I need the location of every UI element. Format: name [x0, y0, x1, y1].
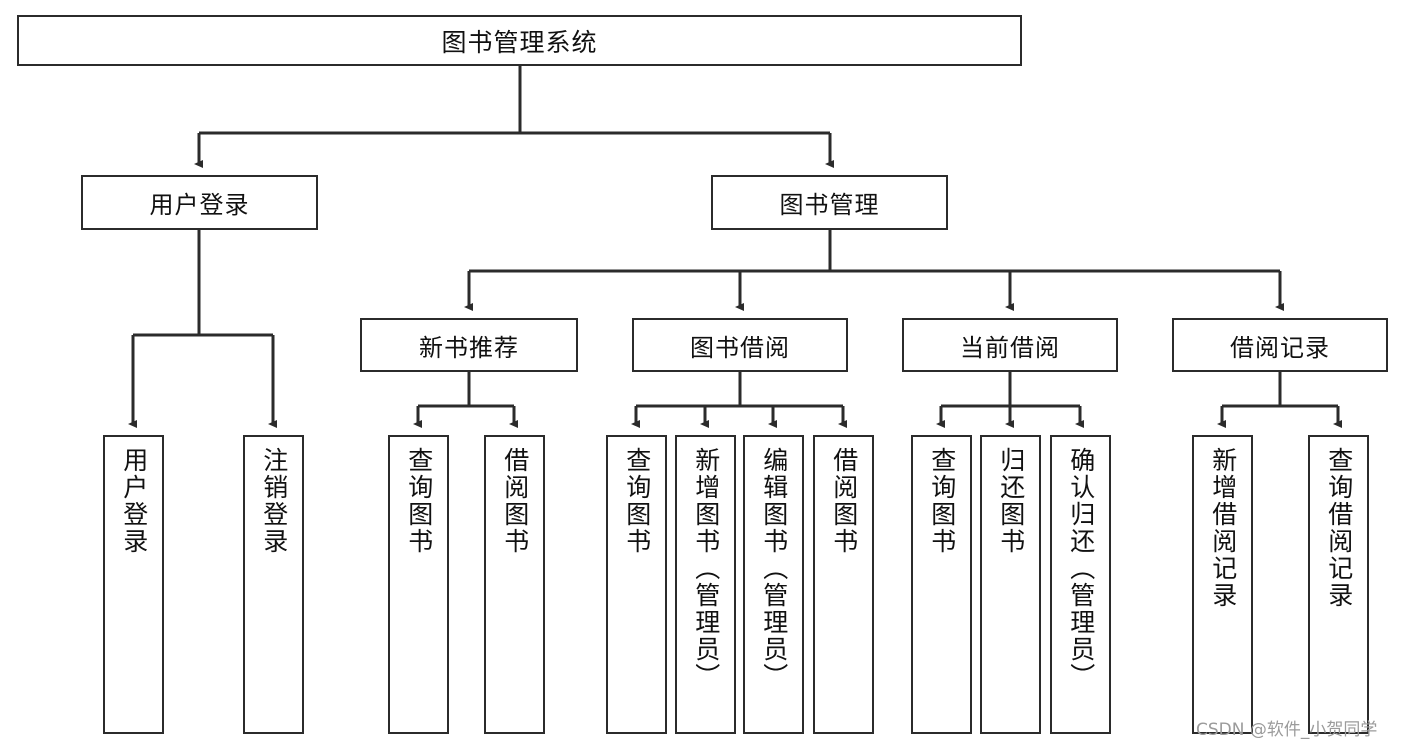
- node-label: 借阅图书: [500, 447, 530, 555]
- leaf-book-borrow-edit-book-admin[interactable]: 编辑图书（管理员）: [743, 435, 804, 734]
- node-label: 注销登录: [259, 447, 289, 555]
- node-label: 新增图书（管理员）: [691, 447, 721, 690]
- node-label: 归还图书: [996, 447, 1026, 555]
- node-borrow-record[interactable]: 借阅记录: [1172, 318, 1388, 372]
- node-label: 查询图书: [404, 447, 434, 555]
- leaf-book-borrow-add-book-admin[interactable]: 新增图书（管理员）: [675, 435, 736, 734]
- node-label: 当前借阅: [960, 333, 1060, 362]
- leaf-book-borrow-query-book[interactable]: 查询图书: [606, 435, 667, 734]
- leaf-new-book-borrow-book[interactable]: 借阅图书: [484, 435, 545, 734]
- node-new-book-recommend[interactable]: 新书推荐: [360, 318, 578, 372]
- node-book-management[interactable]: 图书管理: [711, 175, 948, 230]
- node-root-book-management-system[interactable]: 图书管理系统: [17, 15, 1022, 66]
- node-label: 图书借阅: [690, 333, 790, 362]
- leaf-book-borrow-borrow-book[interactable]: 借阅图书: [813, 435, 874, 734]
- leaf-current-borrow-return-book[interactable]: 归还图书: [980, 435, 1041, 734]
- node-label: 用户登录: [119, 447, 149, 555]
- leaf-borrow-record-add-record[interactable]: 新增借阅记录: [1192, 435, 1253, 734]
- node-label: 新增借阅记录: [1208, 447, 1238, 609]
- node-label: 借阅记录: [1230, 333, 1330, 362]
- node-label: 查询借阅记录: [1324, 447, 1354, 609]
- node-book-borrow[interactable]: 图书借阅: [632, 318, 848, 372]
- node-current-borrow[interactable]: 当前借阅: [902, 318, 1118, 372]
- node-label: 用户登录: [149, 191, 250, 219]
- node-label: 借阅图书: [829, 447, 859, 555]
- node-label: 查询图书: [927, 447, 957, 555]
- node-label: 查询图书: [622, 447, 652, 555]
- leaf-user-login-signout[interactable]: 注销登录: [243, 435, 304, 734]
- node-label: 图书管理: [779, 191, 880, 219]
- node-label: 新书推荐: [419, 333, 519, 362]
- leaf-current-borrow-query-book[interactable]: 查询图书: [911, 435, 972, 734]
- node-label: 确认归还（管理员）: [1066, 447, 1096, 690]
- leaf-new-book-query-book[interactable]: 查询图书: [388, 435, 449, 734]
- watermark-text: CSDN @软件_小贺同学: [1196, 720, 1378, 740]
- node-label: 图书管理系统: [441, 27, 598, 57]
- node-label: 编辑图书（管理员）: [759, 447, 789, 690]
- leaf-current-borrow-confirm-return-admin[interactable]: 确认归还（管理员）: [1050, 435, 1111, 734]
- node-user-login[interactable]: 用户登录: [81, 175, 318, 230]
- leaf-borrow-record-query-record[interactable]: 查询借阅记录: [1308, 435, 1369, 734]
- leaf-user-login-signin[interactable]: 用户登录: [103, 435, 164, 734]
